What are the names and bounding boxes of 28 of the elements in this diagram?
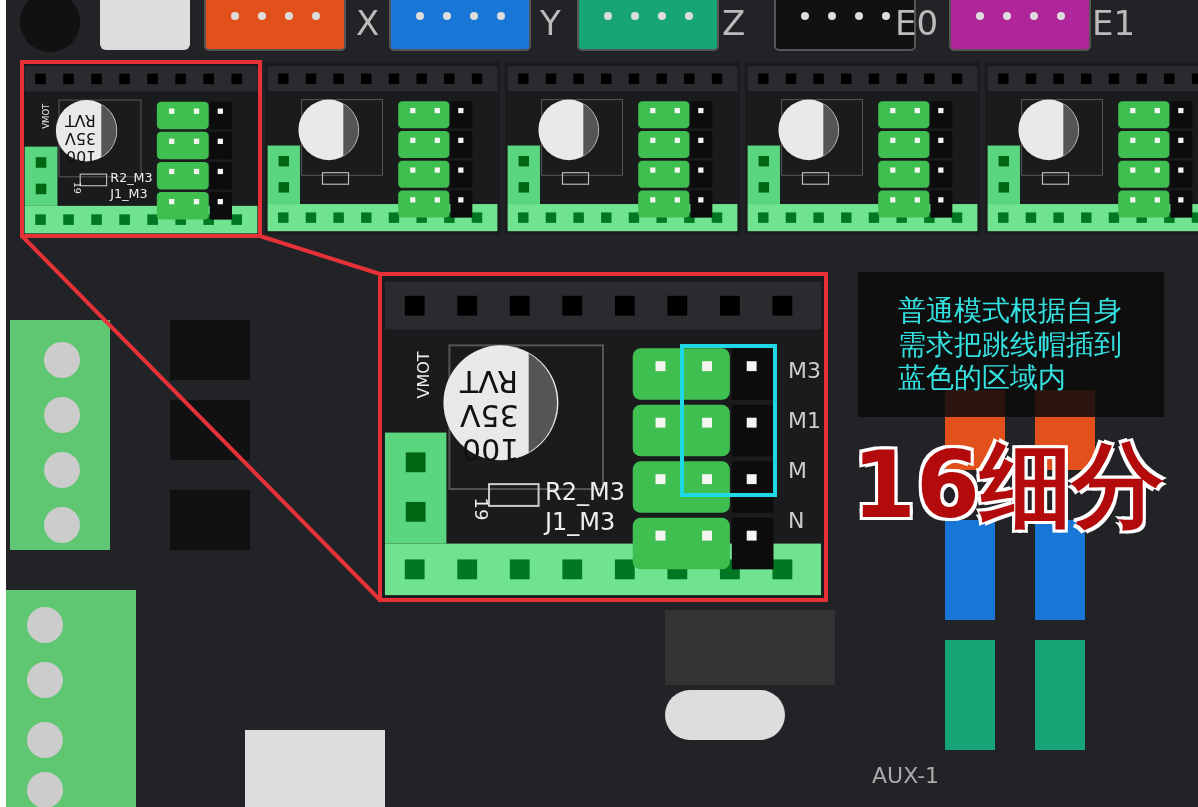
silkscreen-label: J1_M3 — [545, 510, 616, 534]
highlight-frame — [20, 60, 262, 238]
silkscreen-label: Y — [540, 6, 561, 40]
silkscreen-label: R2_M3 — [110, 172, 153, 185]
silkscreen-label: 19 — [472, 497, 491, 521]
silkscreen-label: M — [788, 460, 807, 482]
highlight-frame — [378, 272, 828, 602]
silkscreen-label: E0 — [895, 6, 939, 40]
capacitor-marking: 35V — [65, 129, 97, 146]
silkscreen-label: M3 — [788, 360, 821, 382]
capacitor-marking: RVT — [65, 111, 97, 128]
callout-text: 普通模式根据自身需求把跳线帽插到蓝色的区域内 — [898, 294, 1123, 395]
silkscreen-label: M1 — [788, 410, 821, 432]
zoom-line — [259, 234, 381, 276]
silkscreen-label: 19 — [71, 181, 82, 194]
highlight-frame — [680, 344, 777, 497]
capacitor-marking: RVT — [460, 366, 519, 396]
silkscreen-label: VMOT — [415, 351, 432, 399]
silkscreen-label: VMOT — [41, 104, 51, 129]
silkscreen-label: N — [788, 510, 805, 532]
silkscreen-label: E1 — [1092, 6, 1136, 40]
silkscreen-label: Z — [722, 6, 746, 40]
silkscreen-label: AUX-1 — [872, 765, 940, 787]
silkscreen-label: X — [356, 6, 380, 40]
capacitor-marking: 35V — [460, 400, 519, 430]
silkscreen-label: R2_M3 — [545, 480, 625, 504]
silkscreen-label: J1_M3 — [110, 187, 148, 201]
callout-panel — [858, 272, 1164, 417]
